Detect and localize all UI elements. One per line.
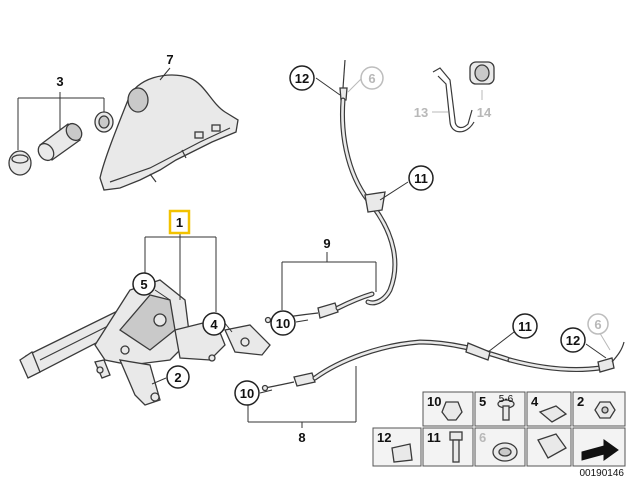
svg-text:11: 11: [427, 430, 441, 445]
callout-6-lower[interactable]: 6: [587, 313, 609, 335]
svg-text:12: 12: [566, 333, 580, 348]
callout-7[interactable]: 7: [166, 52, 173, 67]
part-1-handbrake-lever: [19, 279, 271, 406]
callout-6-upper[interactable]: 6: [360, 66, 384, 90]
svg-text:5: 5: [479, 394, 486, 409]
callout-14[interactable]: 14: [477, 105, 492, 120]
svg-text:7: 7: [166, 52, 173, 67]
svg-text:5: 5: [140, 277, 147, 292]
callouts: 3 7 1 5 4 2 9 10 10: [56, 52, 609, 445]
svg-text:11: 11: [518, 319, 532, 334]
legend-cell-arrow[interactable]: [572, 427, 626, 467]
svg-text:13: 13: [414, 105, 428, 120]
legend-cell-11[interactable]: 11: [422, 427, 474, 467]
svg-text:2: 2: [577, 394, 584, 409]
svg-text:12: 12: [377, 430, 391, 445]
callout-11-lower[interactable]: 11: [512, 313, 538, 339]
callout-10-lower[interactable]: 10: [234, 380, 260, 406]
svg-text:4: 4: [531, 394, 539, 409]
legend-cell-6[interactable]: 6: [474, 427, 526, 467]
legend-cell-clip-assembly[interactable]: [526, 427, 572, 467]
svg-text:12: 12: [295, 71, 309, 86]
svg-text:4: 4: [210, 317, 218, 332]
legend-cell-10[interactable]: 10: [422, 391, 474, 427]
svg-text:5-6: 5-6: [499, 394, 514, 405]
callout-1-highlighted[interactable]: 1: [168, 209, 191, 235]
svg-text:10: 10: [240, 386, 254, 401]
svg-text:9: 9: [323, 236, 330, 251]
callout-12-lower[interactable]: 12: [560, 327, 586, 353]
svg-text:6: 6: [594, 317, 601, 332]
callout-8[interactable]: 8: [298, 430, 305, 445]
legend-cell-12[interactable]: 12: [372, 427, 422, 467]
callout-13[interactable]: 13: [414, 105, 428, 120]
part-3-sleeve-set: [8, 111, 114, 176]
callout-2[interactable]: 2: [166, 365, 190, 389]
svg-text:11: 11: [414, 171, 428, 186]
part-13-clip: [432, 67, 475, 133]
legend-cell-5[interactable]: 5 5-6: [474, 391, 526, 427]
arrow-icon: [581, 439, 619, 461]
svg-text:1: 1: [176, 215, 183, 230]
callout-10-upper[interactable]: 10: [270, 310, 296, 336]
callout-4[interactable]: 4: [202, 312, 226, 336]
cable-11-upper: [339, 59, 398, 306]
svg-text:2: 2: [174, 370, 181, 385]
legend-cell-2[interactable]: 2: [572, 391, 626, 427]
svg-text:6: 6: [368, 71, 375, 86]
svg-text:8: 8: [298, 430, 305, 445]
svg-text:3: 3: [56, 74, 63, 89]
part-7-cover: [99, 74, 239, 191]
svg-text:10: 10: [276, 316, 290, 331]
callout-5[interactable]: 5: [132, 272, 156, 296]
screw-icon: [497, 399, 515, 421]
clip-assembly-icon: [537, 433, 567, 459]
part-14-grommet: [469, 61, 495, 85]
legend-cell-4[interactable]: 4: [526, 391, 572, 427]
svg-text:14: 14: [477, 105, 492, 120]
callout-11-upper[interactable]: 11: [408, 165, 434, 191]
svg-text:6: 6: [479, 430, 486, 445]
clip-icon: [391, 443, 413, 463]
callout-3[interactable]: 3: [56, 74, 63, 89]
svg-text:10: 10: [427, 394, 441, 409]
bracket-icon: [538, 405, 568, 423]
small-parts-legend: 10 5 5-6 4 2 12: [372, 391, 626, 467]
cable-11-lower: [465, 341, 625, 373]
clip-nut-icon: [441, 401, 463, 421]
callout-12-upper[interactable]: 12: [289, 65, 315, 91]
leader-lines: [17, 67, 611, 428]
diagram-number: 00190146: [580, 468, 625, 479]
bolt-icon: [449, 431, 463, 463]
callout-9[interactable]: 9: [323, 236, 330, 251]
